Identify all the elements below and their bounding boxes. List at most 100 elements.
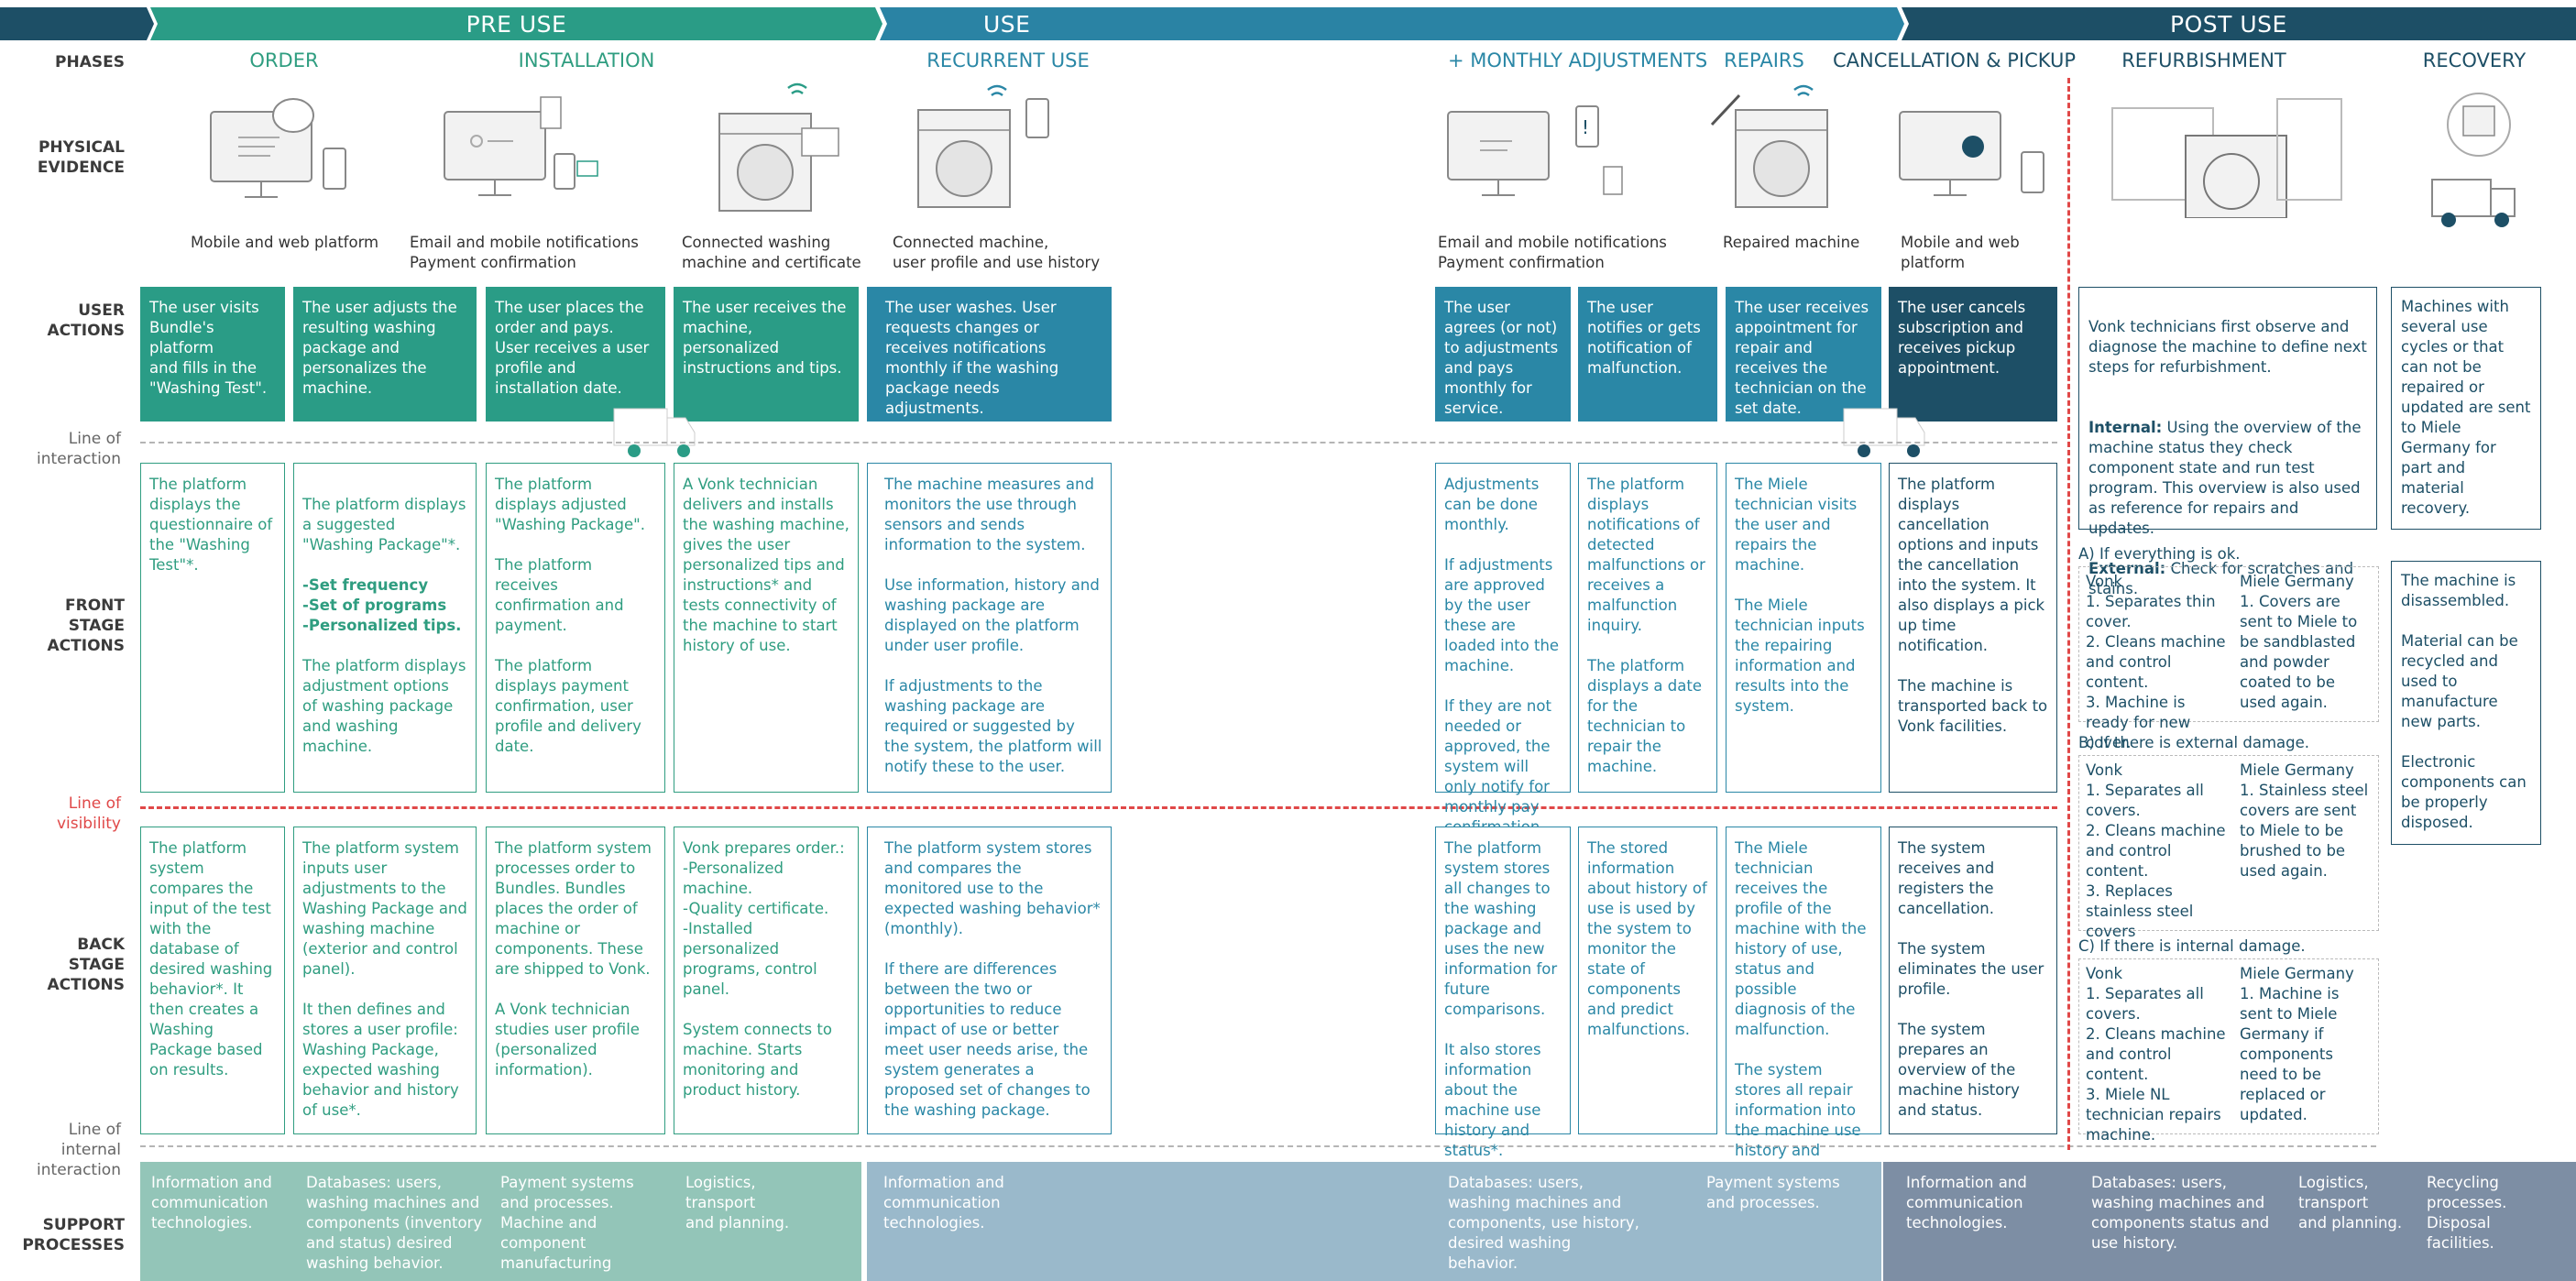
- banner-post-use: POST USE: [2170, 10, 2287, 38]
- refurb-case-b-miele: Miele Germany 1. Stainless steel covers …: [2240, 761, 2369, 880]
- front-stage-malfunction: The platform displays notifications of d…: [1578, 463, 1717, 793]
- refurbishment-intro: Vonk technicians first observe and diagn…: [2088, 318, 2367, 376]
- user-action-cancel: The user cancels subscription and receiv…: [1889, 287, 2057, 422]
- row-label-back-stage: BACK STAGE ACTIONS: [47, 936, 125, 994]
- back-stage-store-changes: The platform system stores all changes t…: [1435, 827, 1571, 1159]
- support-ict-2: Information and communication technologi…: [883, 1174, 1004, 1232]
- line-of-internal-interaction: [140, 1145, 2376, 1147]
- row-label-phases: PHASES: [55, 53, 125, 71]
- refurb-case-b-vonk: Vonk 1. Separates all covers. 2. Cleans …: [2086, 761, 2226, 940]
- washing-machine-phone-icon: [917, 84, 1049, 208]
- front-stage-package-options: -Set frequency -Set of programs -Persona…: [302, 576, 462, 634]
- refurb-case-c-vonk: Vonk 1. Separates all covers. 2. Cleans …: [2086, 965, 2226, 1144]
- front-stage-monitoring: The machine measures and monitors the us…: [867, 463, 1112, 793]
- pickup-truck-icon: [1843, 408, 1925, 457]
- front-stage-payment: The platform displays adjusted "Washing …: [486, 463, 665, 793]
- front-stage-package-intro: The platform displays a suggested "Washi…: [302, 496, 466, 553]
- back-stage-process-order: The platform system processes order to B…: [486, 827, 665, 1134]
- phase-refurbishment: REFURBISHMENT: [2121, 49, 2286, 71]
- user-action-receive: The user receives the machine, personali…: [674, 287, 859, 422]
- line-of-visibility: [140, 806, 2057, 809]
- support-ict-3: Information and communication technologi…: [1906, 1174, 2027, 1232]
- support-band-use: [867, 1162, 1881, 1281]
- refurbishment-internal: Internal: Using the overview of the mach…: [2088, 419, 2362, 537]
- refurb-case-a-vonk: Vonk 1. Separates thin cover. 2. Cleans …: [2086, 573, 2226, 751]
- monitor-alert-phone-icon: !: [1447, 105, 1623, 196]
- refurb-case-b-box: [2078, 755, 2379, 931]
- support-databases-3: Databases: users, washing machines and c…: [2091, 1174, 2270, 1252]
- banner-pre-use: PRE USE: [466, 10, 567, 38]
- support-databases-1: Databases: users, washing machines and c…: [306, 1174, 483, 1272]
- refurbishment-external: External: Check for scratches and stains…: [2088, 560, 2354, 597]
- support-payment-2: Payment systems and processes.: [1706, 1174, 1840, 1211]
- support-band-post-use: [1883, 1162, 2576, 1281]
- phase-cancellation: CANCELLATION & PICKUP: [1833, 49, 2077, 71]
- refurbishment-diagnosis: Vonk technicians first observe and diagn…: [2078, 287, 2377, 597]
- phase-recurrent-use: RECURRENT USE: [926, 49, 1090, 71]
- support-payment-1: Payment systems and processes. Machine a…: [500, 1174, 634, 1272]
- phase-repairs: REPAIRS: [1724, 49, 1804, 71]
- refurb-case-c-miele: Miele Germany 1. Machine is sent to Miel…: [2240, 965, 2354, 1123]
- user-action-visit: The user visits Bundle's platform and fi…: [140, 287, 285, 422]
- phase-monthly-adjustments: + MONTHLY ADJUSTMENTS: [1448, 49, 1708, 71]
- front-stage-cancellation: The platform displays cancellation optio…: [1889, 463, 2057, 793]
- monitor-cancel-icon: [1899, 111, 2044, 196]
- disassembled-machine-icon: [2111, 98, 2342, 218]
- evidence-monthly: Email and mobile notifications Payment c…: [1438, 234, 1667, 271]
- line-of-interaction: [140, 442, 2057, 443]
- vertical-visibility-line: [2067, 78, 2070, 1150]
- user-action-adjust: The user adjusts the resulting washing p…: [293, 287, 477, 422]
- evidence-repairs: Repaired machine: [1723, 234, 1860, 251]
- user-action-wash: The user washes. User requests changes o…: [867, 287, 1112, 422]
- row-label-user-actions: USER ACTIONS: [47, 301, 125, 340]
- delivery-truck-icon: [613, 408, 696, 457]
- user-action-repair-appointment: The user receives appointment for repair…: [1726, 287, 1881, 422]
- line-label-interaction: Line of interaction: [37, 430, 121, 468]
- back-stage-prepare-order: Vonk prepares order.: -Personalized mach…: [674, 827, 859, 1134]
- refurb-case-a-miele: Miele Germany 1. Covers are sent to Miel…: [2240, 573, 2358, 711]
- back-stage-cancellation: The system receives and registers the ca…: [1889, 827, 2057, 1134]
- refurb-case-a-title: A) If everything is ok.: [2078, 545, 2241, 563]
- row-label-front-stage: FRONT STAGE ACTIONS: [47, 597, 125, 655]
- front-stage-repair: The Miele technician visits the user and…: [1726, 463, 1881, 793]
- back-stage-compare: The platform system compares the input o…: [140, 827, 285, 1134]
- monitor-email-icon: [444, 96, 598, 196]
- row-label-physical-evidence: PHYSICAL EVIDENCE: [37, 138, 125, 177]
- line-label-visibility: Line of visibility: [56, 794, 121, 833]
- support-recycling: Recycling processes. Disposal facilities…: [2427, 1174, 2507, 1252]
- back-stage-predict: The stored information about history of …: [1578, 827, 1717, 1134]
- line-label-internal: Line of internal interaction: [37, 1121, 121, 1179]
- monitor-phone-chat-icon: [210, 98, 346, 198]
- support-databases-2: Databases: users, washing machines and c…: [1448, 1174, 1639, 1272]
- support-logistics-2: Logistics, transport and planning.: [2298, 1174, 2403, 1232]
- refurb-case-a-box: [2078, 566, 2379, 722]
- back-stage-adjustments: The platform system inputs user adjustme…: [293, 827, 477, 1134]
- banner-use: USE: [983, 10, 1031, 38]
- evidence-cancellation: Mobile and web platform: [1901, 234, 2020, 271]
- support-band-pre-use: [140, 1162, 861, 1281]
- user-action-notify: The user notifies or gets notification o…: [1578, 287, 1717, 422]
- evidence-order: Mobile and web platform: [191, 234, 379, 251]
- evidence-installation: Email and mobile notifications Payment c…: [410, 234, 639, 271]
- evidence-connected: Connected washing machine and certificat…: [682, 234, 861, 271]
- phase-installation: INSTALLATION: [518, 49, 655, 71]
- refurb-case-c-title: C) If there is internal damage.: [2078, 937, 2306, 955]
- recovery-disassembly: The machine is disassembled. Material ca…: [2391, 561, 2541, 845]
- front-stage-installation: A Vonk technician delivers and installs …: [674, 463, 859, 793]
- svg-text:!: !: [1582, 116, 1589, 138]
- evidence-recurrent: Connected machine, user profile and use …: [893, 234, 1101, 271]
- phase-order: ORDER: [249, 49, 319, 71]
- row-label-support: SUPPORT PROCESSES: [22, 1216, 125, 1254]
- connected-washing-machine-icon: [718, 82, 839, 212]
- front-stage-package-adjust: The platform displays adjustment options…: [302, 657, 466, 755]
- front-stage-package: The platform displays a suggested "Washi…: [293, 463, 477, 793]
- user-action-order: The user places the order and pays. User…: [486, 287, 665, 422]
- user-action-agree: The user agrees (or not) to adjustments …: [1435, 287, 1571, 422]
- front-stage-questionnaire: The platform displays the questionnaire …: [140, 463, 285, 793]
- refurb-case-b-title: B) If there is external damage.: [2078, 734, 2310, 751]
- refurb-case-c-box: [2078, 958, 2379, 1134]
- support-logistics-1: Logistics, transport and planning.: [685, 1174, 790, 1232]
- phase-banner-bar: [0, 7, 2576, 40]
- phase-recovery: RECOVERY: [2422, 49, 2527, 71]
- front-stage-adjustments: Adjustments can be done monthly. If adju…: [1435, 463, 1571, 836]
